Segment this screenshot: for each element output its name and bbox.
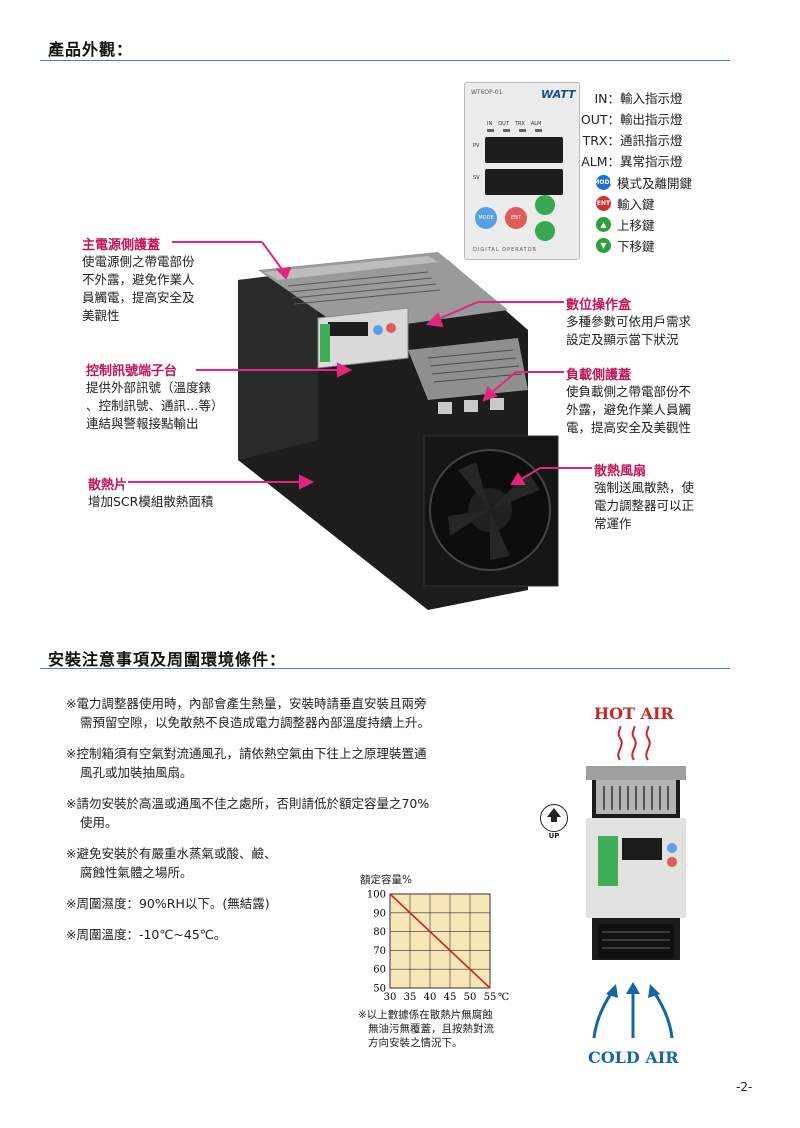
- note-item: ※電力調整器使用時，內部會產生熱量，安裝時請垂直安裝且兩旁 需預留空隙，以免散熱…: [66, 696, 431, 730]
- x-tick-label: 45: [444, 992, 457, 1003]
- y-tick-label: 50: [373, 984, 386, 995]
- x-tick-label: 50: [464, 992, 477, 1003]
- callout-load-cover: 負載側護蓋 使負載側之帶電部份不 外露，避免作業人員觸 電，提高安全及美觀性: [566, 368, 692, 435]
- callout-control-terminal: 控制訊號端子台 提供外部訊號（溫度錶 、控制訊號、通訊…等） 連結與警報接點輸出: [86, 364, 224, 431]
- x-tick-label: 30: [384, 992, 397, 1003]
- note-item: ※避免安裝於有嚴重水蒸氣或酸、鹼、 腐蝕性氣體之場所。: [66, 846, 277, 880]
- section-title-appearance: 產品外觀：: [48, 40, 134, 59]
- operator-model: WT6OP-01: [471, 89, 503, 96]
- key-row: ENT 輸入鍵: [596, 196, 655, 212]
- pv-display: [485, 137, 563, 163]
- indicator-row: ALM： 異常指示燈: [581, 154, 683, 169]
- chart-ylabel: 額定容量%: [360, 874, 412, 886]
- chart-xlabel: ℃: [498, 992, 509, 1003]
- up-direction-icon: UP: [540, 804, 568, 840]
- derating-chart: 100 90 80 70 60 50 30 35 40 45 50 55 ℃: [367, 890, 509, 1004]
- mode-button[interactable]: MODE: [475, 207, 497, 229]
- cold-air-arrows-icon: [592, 982, 674, 1039]
- callout-line: 多種參數可依用戶需求: [566, 314, 692, 329]
- y-tick-label: 90: [373, 908, 386, 919]
- section-title-installation: 安裝注意事項及周圍環境條件：: [48, 650, 287, 669]
- callout-line: 不外露，避免作業人: [82, 272, 195, 287]
- key-row: ▼ 下移鍵: [596, 235, 716, 256]
- regulator-vertical-illustration: [586, 766, 686, 960]
- section-divider: [40, 668, 730, 669]
- callout-line: 常運作: [594, 516, 632, 531]
- callout-line: 、控制訊號、通訊…等）: [86, 398, 224, 413]
- ent-button[interactable]: ENT: [505, 207, 527, 229]
- indicator-row: TRX： 通訊指示燈: [582, 133, 683, 148]
- callout-line: 增加SCR模組散熱面積: [88, 494, 214, 509]
- y-tick-label: 80: [373, 927, 386, 938]
- callout-line: 電，提高安全及美觀性: [566, 420, 692, 435]
- operator-leds: [487, 129, 542, 132]
- operator-brand-logo: WATT: [541, 88, 576, 101]
- note-item: ※周圍溫度：-10℃~45℃。: [66, 927, 227, 942]
- note-item: ※控制箱須有空氣對流通風孔，請依熱空氣由下往上之原理裝置通 風孔或加裝抽風扇。: [66, 746, 427, 780]
- key-legend: MODE 模式及離開鍵 ENT 輸入鍵 ▲ 上移鍵 ▼ 下移鍵: [593, 172, 716, 256]
- callout-line: 設定及顯示當下狀況: [566, 332, 679, 347]
- indicator-legend: IN： 輸入指示燈 OUT： 輸出指示燈 TRX： 通訊指示燈 ALM： 異常指…: [578, 88, 702, 172]
- digital-operator-panel: WT6OP-01 WATT IN OUT TRX ALM PV SV MODE …: [464, 82, 580, 260]
- callout-line: 提供外部訊號（溫度錶: [86, 380, 212, 395]
- indicator-row: OUT： 輸出指示燈: [580, 112, 683, 127]
- x-tick-label: 35: [404, 992, 417, 1003]
- mode-key-icon: MODE: [593, 175, 614, 190]
- note-item: ※請勿安裝於高溫或通風不佳之處所，否則請低於額定容量之70% 使用。: [66, 796, 430, 830]
- key-row: MODE 模式及離開鍵: [593, 175, 693, 191]
- up-key-icon: ▲: [596, 217, 611, 232]
- power-regulator-illustration: [238, 252, 559, 610]
- chart-x-ticks: 30 35 40 45 50 55: [384, 992, 497, 1003]
- y-tick-label: 60: [373, 965, 386, 976]
- down-key-icon: ▼: [596, 238, 611, 253]
- chart-grid: [389, 893, 491, 989]
- callout-line: 美觀性: [82, 308, 120, 323]
- callout-heatsink: 散熱片 增加SCR模組散熱面積: [88, 478, 214, 509]
- callout-line: 外露，避免作業人員觸: [566, 402, 692, 417]
- callout-line: 使負載側之帶電部份不: [566, 384, 692, 399]
- callout-line: 強制送風散熱，使: [594, 480, 695, 495]
- operator-led-labels: IN OUT TRX ALM: [487, 121, 542, 127]
- chart-y-ticks: 100 90 80 70 60 50: [367, 890, 386, 995]
- key-row: ▲ 上移鍵: [596, 214, 716, 235]
- chart-footnote: ※以上數據係在散熱片無腐蝕 無油污無覆蓋，且按熱對流 方向安裝之情況下。: [358, 1009, 494, 1049]
- pv-label: PV: [473, 143, 480, 149]
- callout-digital-box: 數位操作盒 多種參數可依用戶需求 設定及顯示當下狀況: [566, 298, 692, 347]
- page-number: -2-: [736, 1080, 753, 1094]
- cold-air-label: COLD AIR: [588, 1048, 679, 1067]
- x-tick-label: 55: [484, 992, 497, 1003]
- callout-line: 連結與警報接點輸出: [86, 416, 199, 431]
- derating-line: [389, 893, 491, 989]
- hot-air-label: HOT AIR: [594, 704, 674, 723]
- x-tick-label: 40: [424, 992, 437, 1003]
- installation-notes: ※電力調整器使用時，內部會產生熱量，安裝時請垂直安裝且兩旁 需預留空隙，以免散熱…: [66, 694, 516, 944]
- callout-fan: 散熱風扇 強制送風散熱，使 電力調整器可以正 常運作: [594, 464, 695, 531]
- sv-display: [485, 169, 563, 195]
- section-divider: [40, 60, 730, 61]
- indicator-row: IN： 輸入指示燈: [594, 91, 683, 106]
- callout-power-cover: 主電源側護蓋 使電源側之帶電部份 不外露，避免作業人 員觸電，提高安全及 美觀性: [82, 238, 195, 323]
- callout-line: 使電源側之帶電部份: [82, 254, 195, 269]
- ent-key-icon: ENT: [596, 196, 611, 211]
- callout-line: 電力調整器可以正: [594, 498, 695, 513]
- down-button[interactable]: [535, 221, 555, 241]
- operator-footer: DIGITAL OPERATOR: [473, 247, 538, 253]
- hot-air-waves-icon: [617, 726, 651, 761]
- y-tick-label: 70: [373, 946, 386, 957]
- y-tick-label: 100: [367, 890, 386, 901]
- callout-line: 員觸電，提高安全及: [82, 290, 195, 305]
- sv-label: SV: [473, 175, 480, 181]
- note-item: ※周圍濕度：90%RH以下。(無結露): [66, 896, 270, 911]
- up-button[interactable]: [535, 195, 555, 215]
